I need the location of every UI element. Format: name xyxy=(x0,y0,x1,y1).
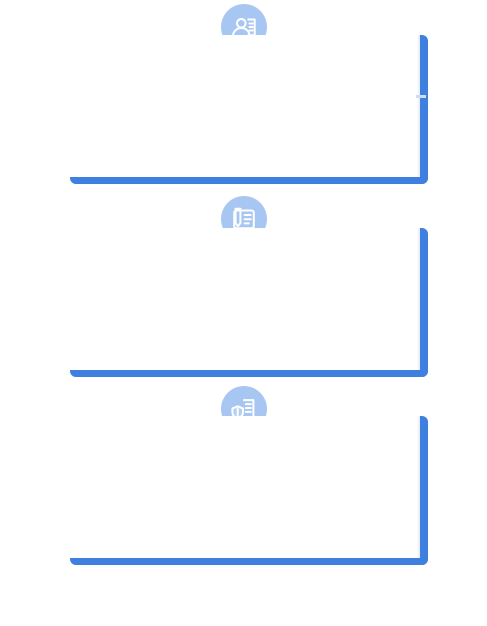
info-card xyxy=(70,228,428,377)
card-inner-edge xyxy=(417,35,420,177)
info-card xyxy=(70,35,428,184)
info-card xyxy=(70,416,428,565)
card-inner-edge xyxy=(417,416,420,558)
card-notch xyxy=(416,95,426,98)
card-inner-edge xyxy=(417,228,420,370)
